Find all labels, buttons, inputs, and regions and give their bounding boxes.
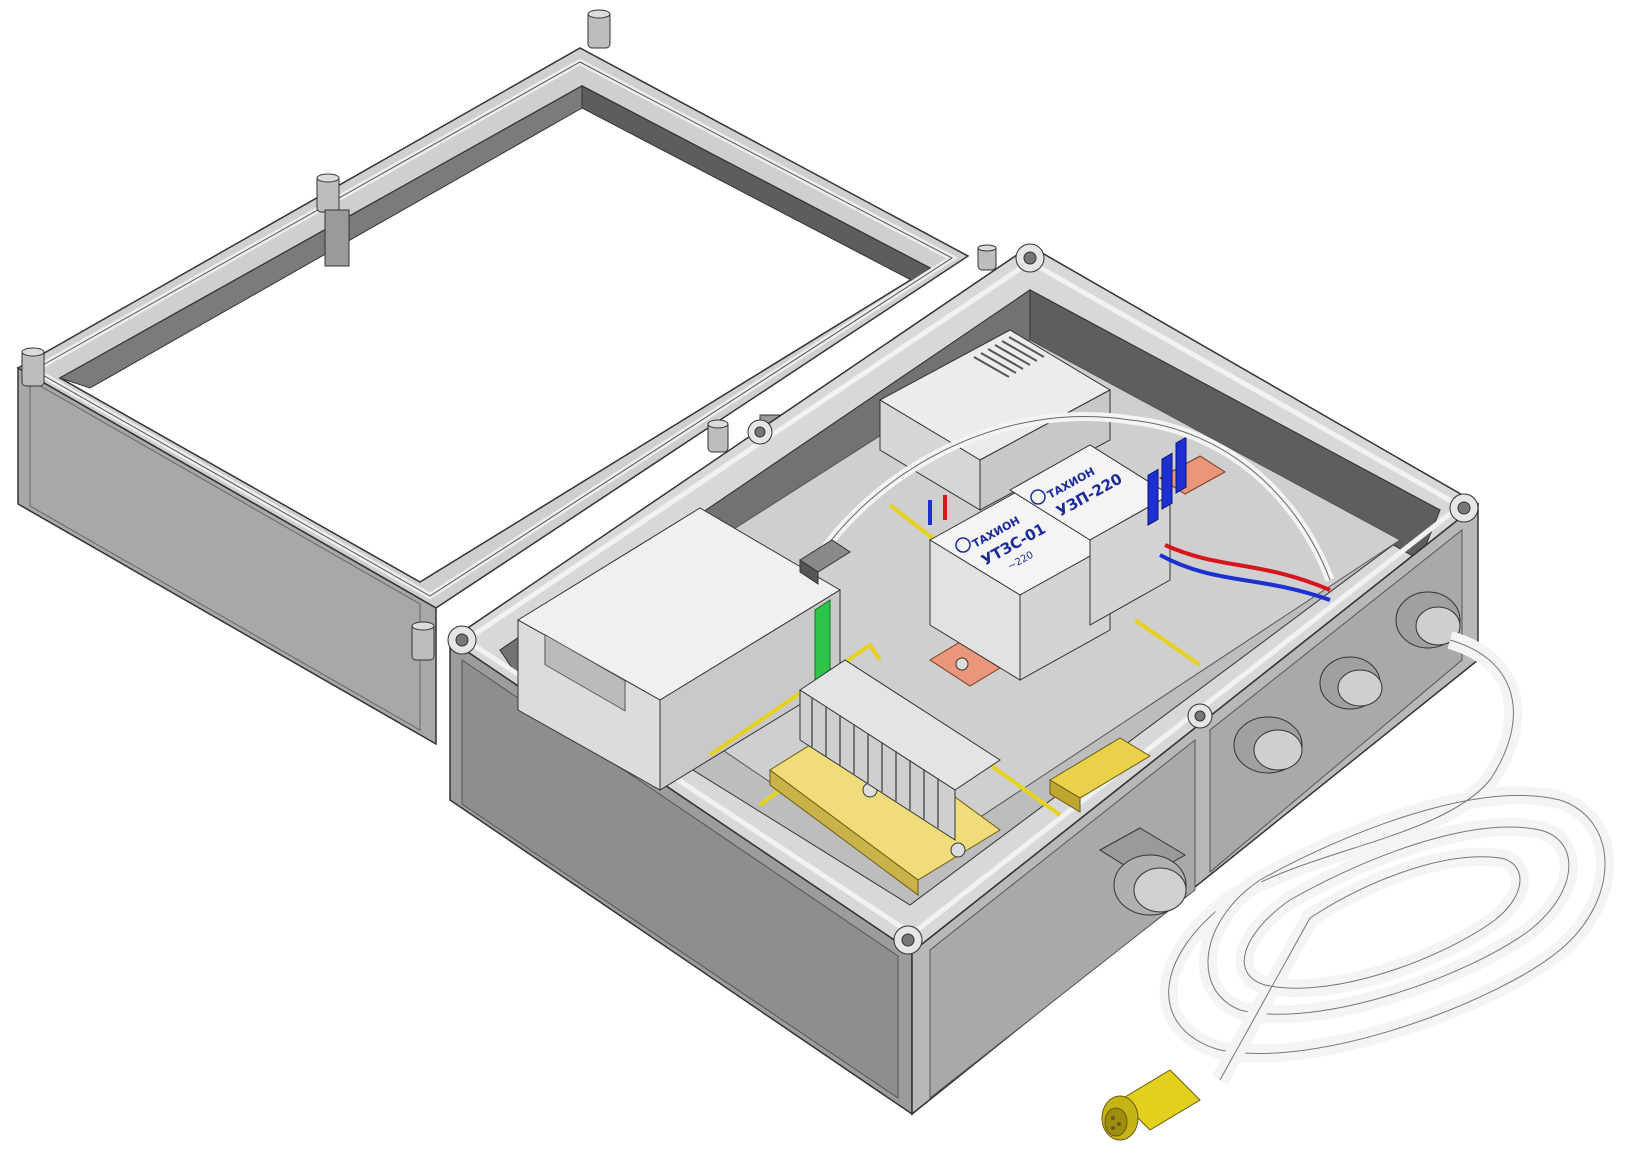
connector-icon [1101, 1069, 1201, 1141]
cable-gland-icon [1099, 827, 1187, 916]
cable-gland-icon [1233, 716, 1303, 774]
bolt-icon [316, 173, 340, 213]
blue-terminals [1147, 436, 1187, 526]
terminal-block-strip [799, 659, 1001, 841]
enclosure-lid [16, 9, 997, 746]
controller-box [517, 507, 841, 791]
external-cable-coil [1159, 631, 1614, 1085]
ground-busbar [769, 719, 1001, 896]
din-module-right: ТАХИОН УЗП-220 [1009, 444, 1171, 626]
blue-wire [1159, 553, 1331, 602]
cable-gland-icon [1319, 656, 1383, 710]
power-supply [878, 329, 1112, 511]
bolt-icon [411, 621, 435, 661]
din-module-left: ТАХИОН УТЗС-01 ~220 [929, 489, 1111, 681]
bolt-icon [707, 419, 729, 453]
connector-icon [799, 539, 851, 585]
cable-gland-icon [1395, 591, 1461, 649]
bolt-icon [587, 9, 611, 49]
yellow-resistor [1049, 737, 1151, 813]
bolt-icon [977, 244, 997, 271]
tahion-logo-icon [1030, 489, 1046, 505]
tahion-logo-icon [955, 537, 971, 553]
bolt-icon [21, 347, 45, 387]
lid-side-face [17, 366, 437, 746]
red-wire [1164, 543, 1331, 592]
